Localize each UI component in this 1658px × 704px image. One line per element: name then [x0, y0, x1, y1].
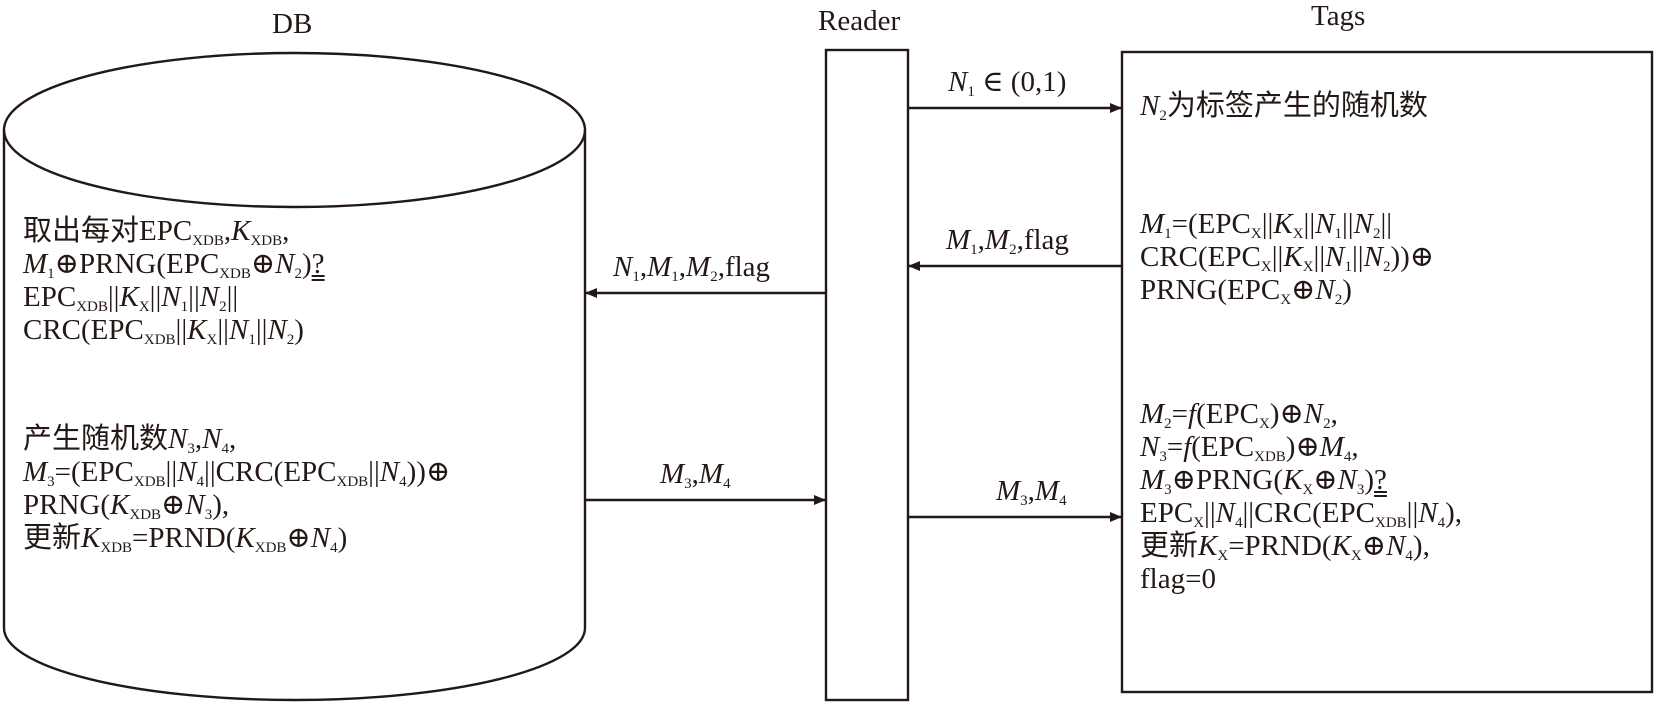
- formula-line: M3=(EPCXDB||N4||CRC(EPCXDB||N4))⊕: [23, 456, 451, 490]
- formula-line: M1⊕PRNG(EPCXDB⊕N2)?: [23, 248, 325, 282]
- message-label-m1-m2-flag: M1,M2,flag: [946, 224, 1069, 258]
- formula-line: EPCXDB||KX||N1||N2||: [23, 281, 239, 315]
- formula-line: PRNG(KXDB⊕N3),: [23, 489, 230, 523]
- formula-line: 更新KXDB=PRND(KXDB⊕N4): [23, 522, 348, 556]
- formula-line: N3=f(EPCXDB)⊕M4,: [1140, 431, 1359, 465]
- db-update-text: 产生随机数N3,N4,M3=(EPCXDB||N4||CRC(EPCXDB||N…: [23, 423, 451, 556]
- db-verification-text: 取出每对EPCXDB,KXDB,M1⊕PRNG(EPCXDB⊕N2)?EPCXD…: [23, 215, 325, 348]
- message-label-m3-m4-db: M3,M4: [660, 458, 731, 492]
- tags-verification-text: M2=f(EPCX)⊕N2,N3=f(EPCXDB)⊕M4,M3⊕PRNG(KX…: [1140, 398, 1462, 596]
- formula-line: EPCX||N4||CRC(EPCXDB||N4),: [1140, 497, 1463, 531]
- message-label-m3-m4-tags: M3,M4: [996, 475, 1067, 509]
- db-cylinder-top: [2, 51, 587, 209]
- reader-title: Reader: [818, 5, 901, 37]
- tags-box: [1120, 50, 1654, 694]
- reader-box: [824, 48, 910, 702]
- formula-line: N2为标签产生的随机数: [1140, 90, 1428, 124]
- formula-line: 更新KX=PRND(KX⊕N4),: [1140, 530, 1430, 564]
- formula-line: flag=0: [1140, 563, 1216, 595]
- db-title: DB: [272, 8, 313, 40]
- message-label-n1-m1-m2-flag: N1,M1,M2,flag: [613, 251, 771, 285]
- formula-line: M1=(EPCX||KX||N1||N2||: [1140, 208, 1393, 242]
- formula-line: 取出每对EPCXDB,KXDB,: [23, 215, 290, 249]
- formula-line: CRC(EPCXDB||KX||N1||N2): [23, 314, 304, 348]
- message-label-n1-range: N1 ∈ (0,1): [948, 66, 1067, 100]
- formula-line: PRNG(EPCX⊕N2): [1140, 274, 1352, 308]
- formula-line: CRC(EPCX||KX||N1||N2))⊕: [1140, 241, 1435, 275]
- tags-random-text: N2为标签产生的随机数: [1140, 90, 1428, 124]
- formula-line: 产生随机数N3,N4,: [23, 423, 237, 457]
- tags-m1-text: M1=(EPCX||KX||N1||N2||CRC(EPCX||KX||N1||…: [1140, 208, 1435, 308]
- formula-line: M2=f(EPCX)⊕N2,: [1140, 398, 1338, 432]
- formula-line: M3⊕PRNG(KX⊕N3)?: [1140, 464, 1387, 498]
- db-cylinder-body: [2, 130, 587, 702]
- tags-title: Tags: [1311, 0, 1366, 32]
